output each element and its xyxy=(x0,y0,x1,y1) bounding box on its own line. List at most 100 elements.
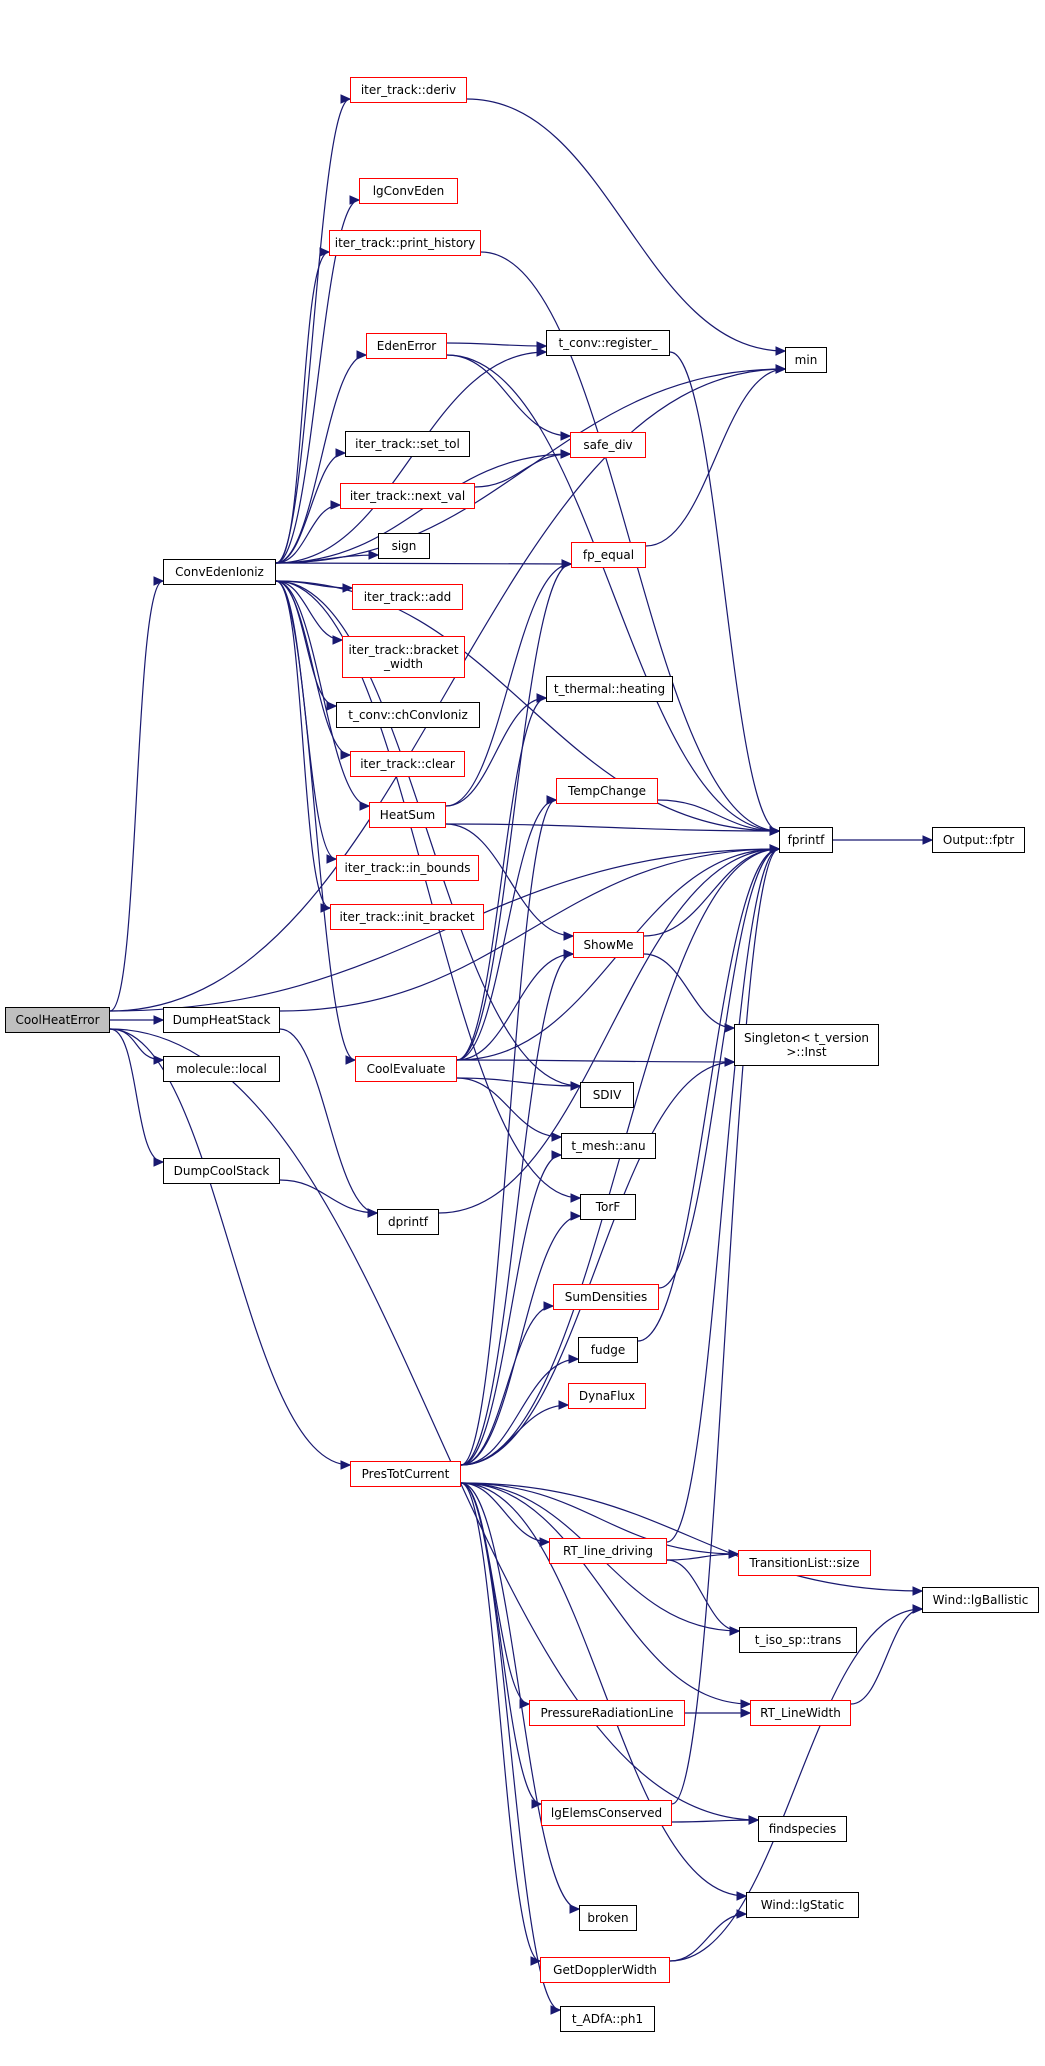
node-lgelemsconserved[interactable]: lgElemsConserved xyxy=(541,1800,672,1826)
node-lgconveden[interactable]: lgConvEden xyxy=(359,178,458,204)
node-safe-div[interactable]: safe_div xyxy=(570,432,646,458)
node-sdiv[interactable]: SDIV xyxy=(580,1082,634,1108)
node-molecule-local[interactable]: molecule::local xyxy=(163,1056,280,1082)
node-dumpcoolstack[interactable]: DumpCoolStack xyxy=(163,1158,280,1184)
node-dynaflux[interactable]: DynaFlux xyxy=(568,1383,646,1409)
call-edge xyxy=(109,580,164,1012)
node-iter-track-init-bracket[interactable]: iter_track::init_bracket xyxy=(330,904,484,930)
call-edge xyxy=(275,580,331,909)
edge-arrowhead xyxy=(775,364,787,374)
edge-arrowhead xyxy=(356,350,368,360)
node-sign[interactable]: sign xyxy=(378,533,430,559)
node-t-adfa-ph1[interactable]: t_ADfA::ph1 xyxy=(560,2006,655,2032)
node-iter-track-set-tol[interactable]: iter_track::set_tol xyxy=(345,431,470,457)
call-edge xyxy=(445,823,574,937)
node-heatsum[interactable]: HeatSum xyxy=(369,802,446,828)
node-torf[interactable]: TorF xyxy=(580,1194,636,1220)
node-iter-track-in-bounds[interactable]: iter_track::in_bounds xyxy=(336,855,479,881)
edge-arrowhead xyxy=(368,550,380,560)
node-sumdensities[interactable]: SumDensities xyxy=(553,1284,659,1310)
edge-arrowhead xyxy=(335,448,347,458)
node-iter-track-next-val[interactable]: iter_track::next_val xyxy=(340,483,475,509)
node-rt-linewidth[interactable]: RT_LineWidth xyxy=(750,1700,851,1726)
call-edge xyxy=(474,453,571,488)
node-fp-equal[interactable]: fp_equal xyxy=(571,542,646,568)
node-transitionlist-size[interactable]: TransitionList::size xyxy=(738,1550,871,1576)
call-edge xyxy=(657,799,780,832)
edge-arrowhead xyxy=(543,1301,555,1311)
call-edge xyxy=(643,953,735,1029)
edge-arrowhead xyxy=(539,1537,551,1547)
call-edge xyxy=(446,354,780,832)
edge-arrowhead xyxy=(740,1699,752,1709)
edge-arrowhead xyxy=(912,1586,924,1596)
node-t-conv-chconvioniz[interactable]: t_conv::chConvIoniz xyxy=(336,702,480,728)
edge-arrowhead xyxy=(569,1904,581,1914)
node-showme[interactable]: ShowMe xyxy=(573,932,644,958)
node-output-fptr[interactable]: Output::fptr xyxy=(932,827,1025,853)
node-edenerror[interactable]: EdenError xyxy=(366,333,447,359)
node-getdopplerwidth[interactable]: GetDopplerWidth xyxy=(540,1957,670,1983)
edge-arrowhead xyxy=(153,576,165,586)
edge-arrowhead xyxy=(570,1081,582,1091)
edge-arrowhead xyxy=(367,1208,379,1218)
node-iter-track-clear[interactable]: iter_track::clear xyxy=(350,751,465,777)
node-t-iso-sp-trans[interactable]: t_iso_sp::trans xyxy=(739,1627,857,1653)
node-fprintf[interactable]: fprintf xyxy=(779,827,833,853)
call-edge xyxy=(669,1913,747,1962)
call-edge xyxy=(275,351,547,564)
node-coolevaluate[interactable]: CoolEvaluate xyxy=(355,1056,457,1082)
edge-arrowhead xyxy=(729,1626,741,1636)
node-broken[interactable]: broken xyxy=(579,1905,637,1931)
node-dumpheatstack[interactable]: DumpHeatStack xyxy=(163,1007,280,1033)
edge-arrowhead xyxy=(748,1815,760,1825)
call-edge xyxy=(456,953,574,1061)
call-edge xyxy=(275,580,356,1061)
call-edge xyxy=(275,452,346,564)
node-iter-track-bracket-width[interactable]: iter_track::bracket _width xyxy=(342,636,465,678)
edge-arrowhead xyxy=(563,949,575,959)
call-edge xyxy=(456,697,547,1061)
node-prestotcurrent[interactable]: PresTotCurrent xyxy=(350,1461,461,1487)
node-findspecies[interactable]: findspecies xyxy=(758,1816,847,1842)
node-convedenioniz[interactable]: ConvEdenIoniz xyxy=(163,559,276,585)
node-t-thermal-heating[interactable]: t_thermal::heating xyxy=(546,676,673,702)
call-edge xyxy=(460,953,574,1466)
call-edge xyxy=(480,251,780,832)
call-edge xyxy=(466,98,786,352)
edge-arrowhead xyxy=(536,341,548,351)
node-t-conv-register[interactable]: t_conv::register_ xyxy=(546,330,670,356)
node-singleton-inst[interactable]: Singleton< t_version >::Inst xyxy=(734,1024,879,1066)
call-edge xyxy=(645,368,786,547)
node-wind-lgballistic[interactable]: Wind::lgBallistic xyxy=(922,1587,1039,1613)
node-iter-track-print-history[interactable]: iter_track::print_history xyxy=(329,230,481,256)
edge-arrowhead xyxy=(340,750,352,760)
call-edge xyxy=(275,580,370,807)
call-edge xyxy=(456,1077,581,1087)
call-edge xyxy=(460,1154,562,1466)
edge-arrowhead xyxy=(519,1699,531,1709)
edge-arrowhead xyxy=(736,1909,748,1919)
node-wind-lgstatic[interactable]: Wind::lgStatic xyxy=(746,1892,859,1918)
edge-arrowhead xyxy=(922,835,934,845)
call-edge xyxy=(275,562,572,565)
edge-arrowhead xyxy=(345,1055,357,1065)
node-min[interactable]: min xyxy=(785,347,827,373)
edge-arrowhead xyxy=(769,844,781,854)
node-t-mesh-anu[interactable]: t_mesh::anu xyxy=(561,1133,656,1159)
node-iter-track-deriv[interactable]: iter_track::deriv xyxy=(350,77,467,103)
node-fudge[interactable]: fudge xyxy=(578,1337,638,1363)
call-edge xyxy=(671,848,780,1805)
edge-arrowhead xyxy=(319,247,331,257)
call-edge xyxy=(460,1305,554,1466)
node-rt-line-driving[interactable]: RT_line_driving xyxy=(549,1538,667,1564)
edge-arrowhead xyxy=(769,826,781,836)
node-pressureradiationline[interactable]: PressureRadiationLine xyxy=(529,1700,685,1726)
call-edge xyxy=(279,848,780,1012)
edge-arrowhead xyxy=(570,1211,582,1221)
node-dprintf[interactable]: dprintf xyxy=(377,1209,439,1235)
node-tempchange[interactable]: TempChange xyxy=(556,778,658,804)
edge-arrowhead xyxy=(153,1157,165,1167)
node-iter-track-add[interactable]: iter_track::add xyxy=(352,584,463,610)
